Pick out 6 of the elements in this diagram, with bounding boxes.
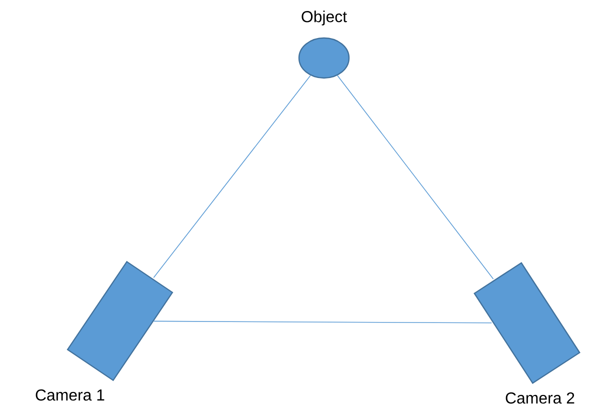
connector-line <box>153 75 311 278</box>
connector-line <box>337 75 494 280</box>
connector-line <box>153 320 492 324</box>
node-label: Camera 1 <box>36 389 104 401</box>
node-label: Camera 2 <box>506 392 574 404</box>
node-label: Object <box>302 10 347 26</box>
